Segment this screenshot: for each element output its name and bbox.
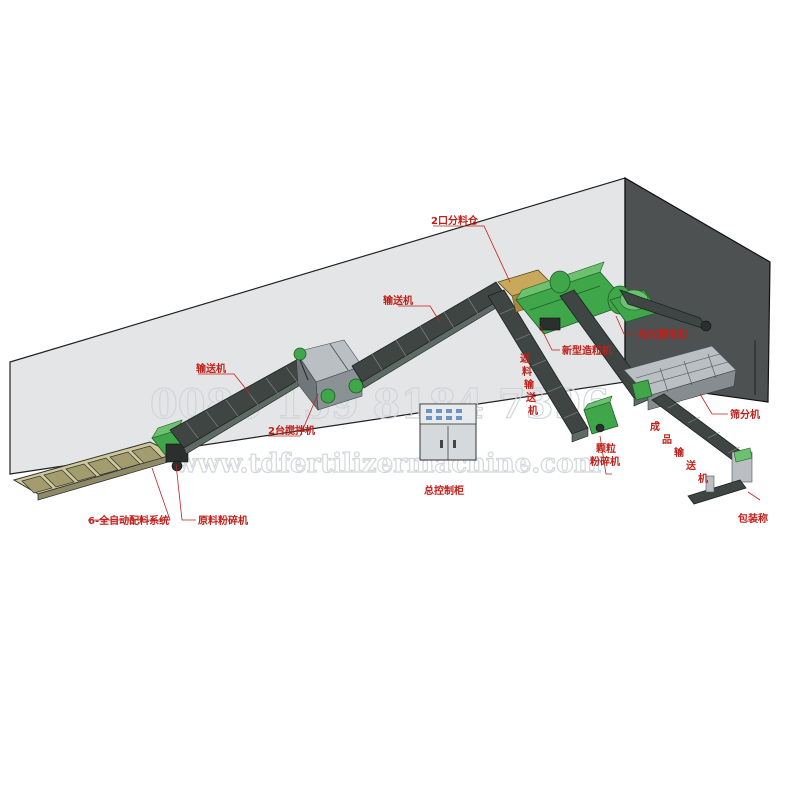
granule-crusher [583,395,619,435]
label-product-conveyor: 成 品 输 送 机 [650,420,708,485]
label-product-conveyor-char: 输 [674,446,685,459]
back-wall [9,177,626,475]
label-return-conveyor-char: 送 [525,391,537,404]
label-return-conveyor: 返 料 输 送 机 [520,352,538,417]
label-granulator: 新型造粒机 [562,344,612,357]
label-return-conveyor-char: 返 [520,352,530,365]
label-screener: 筛分机 [730,408,760,421]
label-polisher: 抛光整形机 [638,328,688,341]
label-conveyor-1: 输送机 [196,362,226,375]
label-product-conveyor-char: 品 [662,434,672,446]
twin-mixers [293,339,364,411]
label-packing-scale: 包装称 [738,512,768,525]
label-control-cabinet: 总控制柜 [424,484,464,497]
label-granule-crusher-line: 粉碎机 [590,455,620,468]
label-feeding-system: 6-全自动配料系统 [88,514,169,527]
packing-scale [687,447,753,505]
label-conveyor-2: 输送机 [383,294,413,307]
label-granule-crusher-line: 颗粒 [596,442,616,455]
label-product-conveyor-char: 机 [698,472,708,485]
label-return-conveyor-char: 输 [524,378,535,391]
control-cabinet [419,403,477,461]
label-return-conveyor-char: 料 [522,365,532,378]
label-mixer: 2台搅拌机 [268,424,315,437]
label-product-conveyor-char: 送 [685,459,697,472]
label-raw-crusher: 原料粉碎机 [198,514,248,527]
label-return-conveyor-char: 机 [528,404,538,417]
label-product-conveyor-char: 成 [650,420,660,433]
auto-feeding-system [12,441,177,501]
polishing-machine [609,289,712,332]
watermark-site: www.tdfertilizermachine.com [174,449,601,479]
label-silo: 2口分料仓 [431,214,479,227]
return-conveyor [487,289,589,443]
leader-lines [88,225,761,521]
label-granule-crusher: 颗粒 粉碎机 [590,442,620,468]
